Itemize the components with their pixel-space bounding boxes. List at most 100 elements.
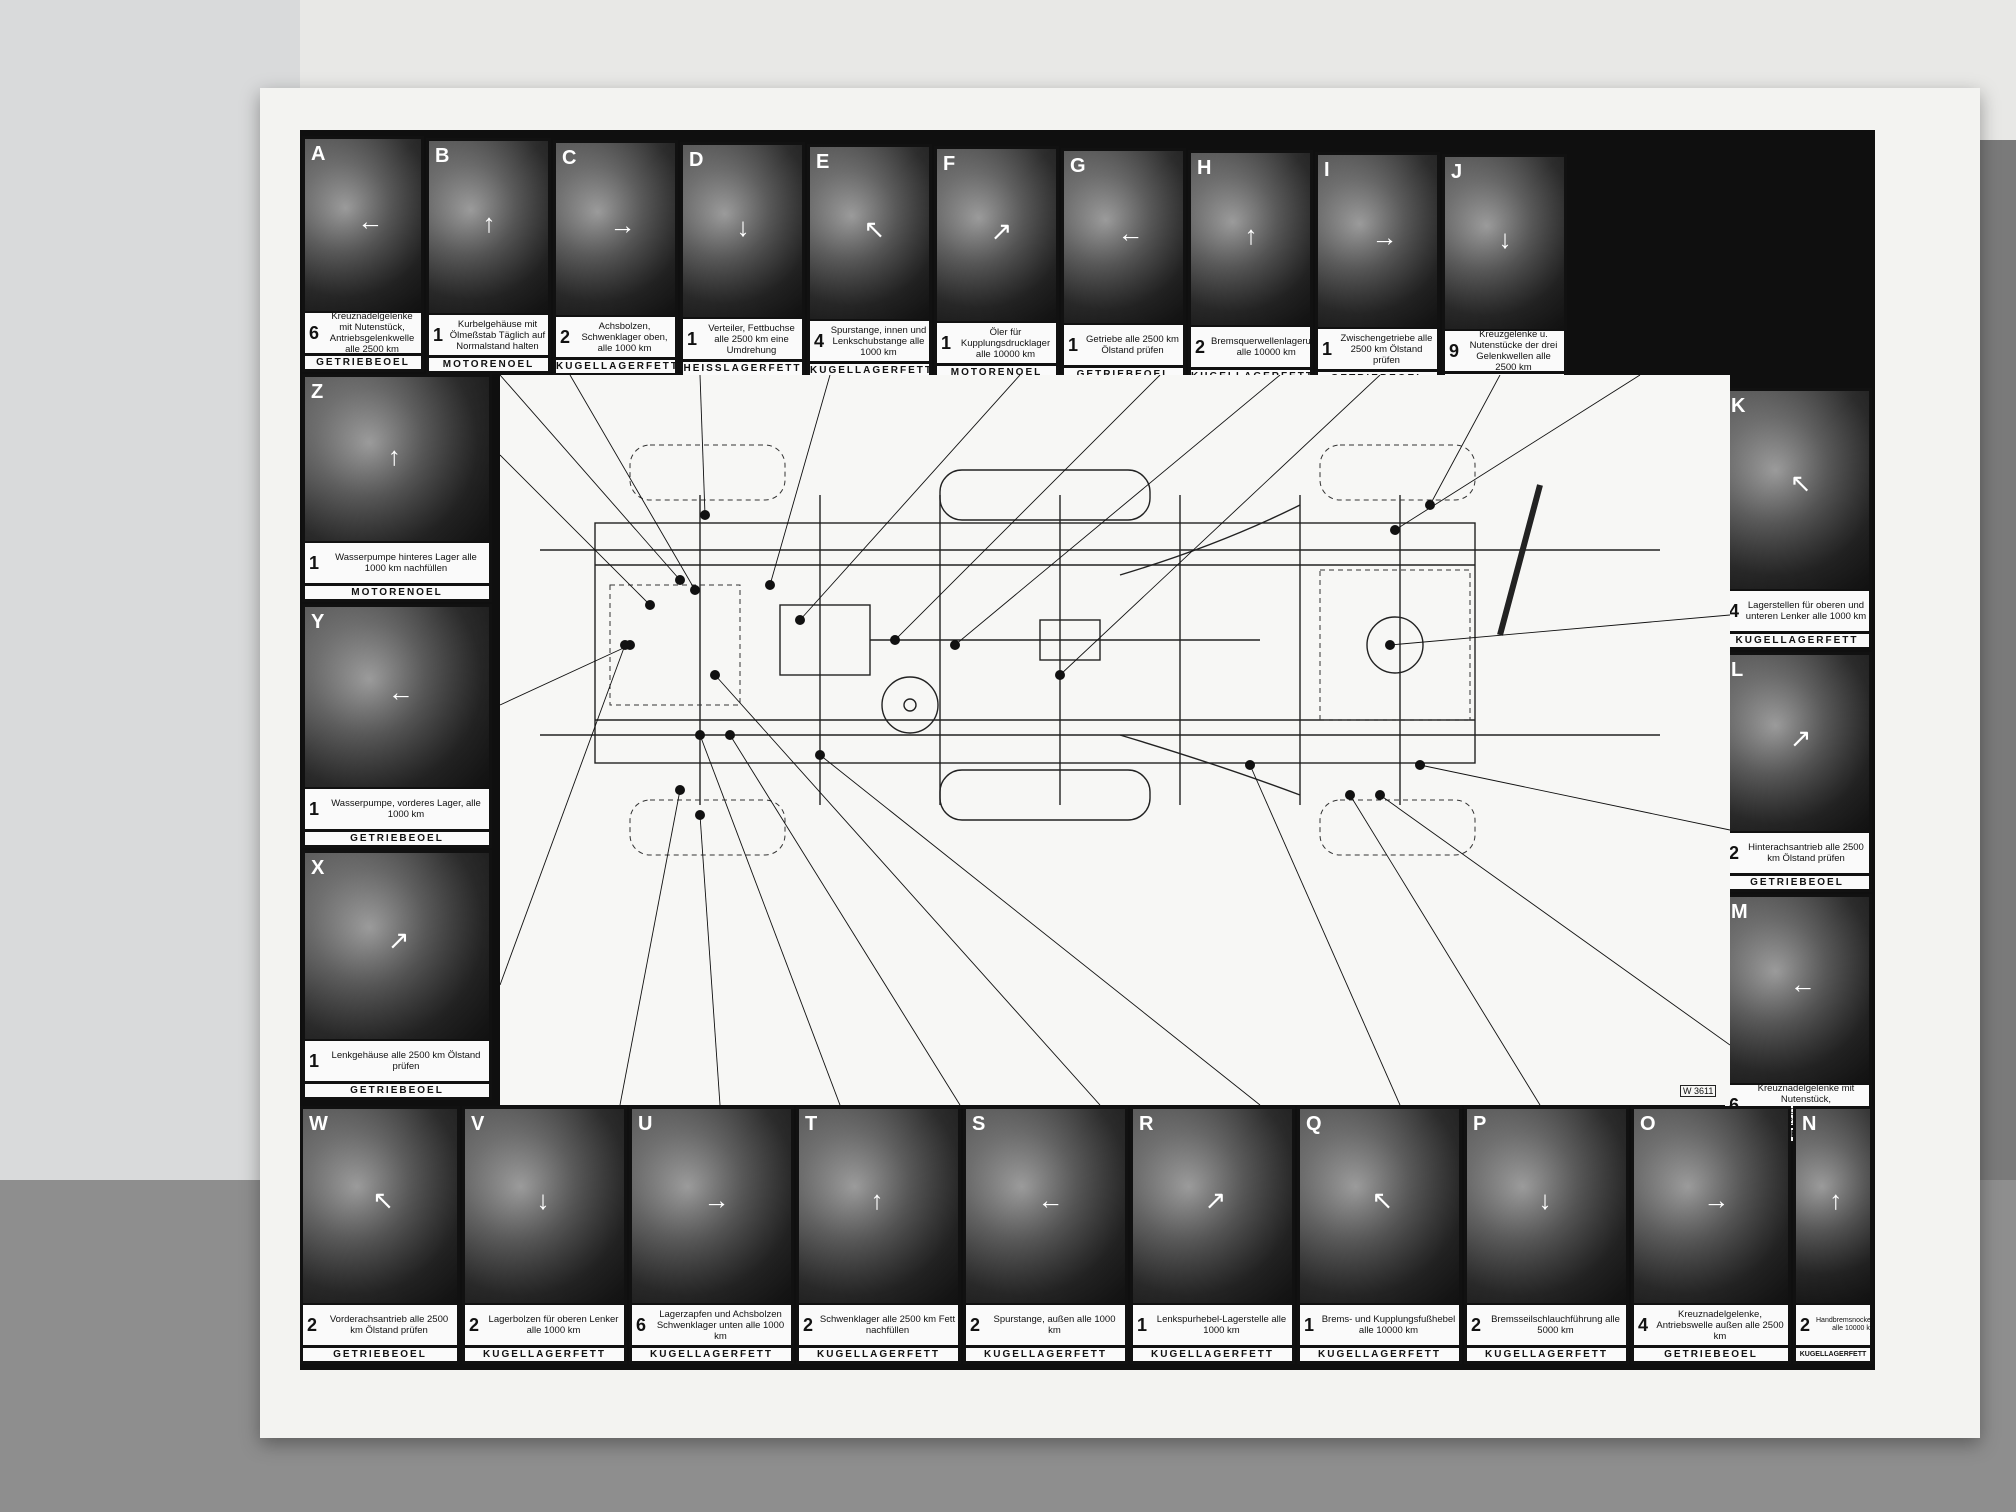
leader-line xyxy=(500,644,631,706)
leader-line xyxy=(619,789,681,1105)
pointer-arrow-icon: ↓ xyxy=(1498,223,1512,254)
lube-point-marker xyxy=(765,580,775,590)
point-letter: I xyxy=(1324,159,1330,181)
service-text: Schwenklager alle 2500 km Fett nachfülle… xyxy=(819,1314,956,1336)
pointer-arrow-icon: ↗ xyxy=(990,215,1013,246)
leader-line xyxy=(819,754,1261,1105)
pointer-arrow-icon: → xyxy=(703,1184,730,1215)
lubricant-type: GETRIEBEOEL xyxy=(305,356,421,369)
service-text: Kurbelgehäuse mit Ölmeßstab Täglich auf … xyxy=(449,318,546,352)
brake-cable-upper xyxy=(1119,504,1301,576)
point-count: 2 xyxy=(802,1314,813,1335)
point-count: 2 xyxy=(559,326,570,347)
service-text: Zwischengetriebe alle 2500 km Ölstand pr… xyxy=(1340,332,1433,366)
mechanism-photo: E↖ xyxy=(810,147,929,319)
point-count: 1 xyxy=(686,328,697,349)
frame-outline xyxy=(594,522,1476,764)
mechanism-photo: F↗ xyxy=(937,149,1056,321)
point-count: 1 xyxy=(432,324,443,345)
leader-line xyxy=(500,644,626,986)
service-text: Lagerzapfen und Achsbolzen Schwenklager … xyxy=(656,1308,785,1342)
lube-point-marker xyxy=(1385,640,1395,650)
pointer-arrow-icon: ↑ xyxy=(870,1184,884,1215)
lubricant-type: GETRIEBEOEL xyxy=(305,1084,489,1097)
leader-line xyxy=(714,674,1101,1105)
service-text: Vorderachsantrieb alle 2500 km Ölstand p… xyxy=(329,1314,449,1336)
service-text: Kreuzgelenke u. Nutenstücke der drei Gel… xyxy=(1469,329,1558,373)
leader-line xyxy=(799,375,1021,621)
lube-card-y: Y ← 1 Wasserpumpe, vorderes Lager, alle 100… xyxy=(302,604,492,848)
spare-wheel-top xyxy=(939,469,1151,521)
point-letter: S xyxy=(972,1113,986,1135)
point-count: 6 xyxy=(635,1314,646,1335)
service-description: 2Handbremsnockenhebel alle 10000 km xyxy=(1796,1305,1873,1345)
mechanism-photo: L↗ xyxy=(1725,655,1869,831)
point-letter: J xyxy=(1451,161,1463,183)
lubricant-type: GETRIEBEOEL xyxy=(303,1348,457,1361)
lube-point-marker xyxy=(725,730,735,740)
lube-point-marker xyxy=(1245,760,1255,770)
pointer-arrow-icon: ← xyxy=(1789,969,1816,1000)
point-count: 1 xyxy=(308,798,319,819)
leader-line xyxy=(569,375,696,591)
service-description: 6 Lagerzapfen und Achsbolzen Schwenklager… xyxy=(632,1305,791,1345)
point-letter: Z xyxy=(311,381,324,403)
pointer-arrow-icon: ↑ xyxy=(387,440,401,471)
lubricant-type: GETRIEBEOEL xyxy=(1725,876,1869,889)
leader-line xyxy=(729,734,961,1105)
point-count: 2 xyxy=(306,1314,317,1335)
lubricant-type: MOTORENOEL xyxy=(429,358,548,371)
lubricant-type: KUGELLAGERFETT xyxy=(556,360,678,373)
service-text: Öler für Kupplungsdrucklager alle 10000 … xyxy=(960,326,1051,360)
pointer-arrow-icon: ← xyxy=(1037,1184,1064,1215)
mechanism-photo: M← xyxy=(1725,897,1869,1083)
service-text: Wasserpumpe, vorderes Lager, alle 1000 k… xyxy=(331,798,481,820)
point-letter: B xyxy=(435,145,450,167)
steering-hub xyxy=(903,698,917,712)
chassis-diagram: W 3611 xyxy=(500,375,1730,1105)
service-text: Kreuznadelgelenke, Antriebswelle außen a… xyxy=(1656,1308,1784,1342)
mechanism-photo: Q↖ xyxy=(1300,1109,1459,1303)
service-text: Wasserpumpe hinteres Lager alle 1000 km … xyxy=(335,552,477,574)
rear-wheel-left xyxy=(1319,444,1476,501)
mechanism-photo: H↑ xyxy=(1191,153,1310,325)
lubricant-type: KUGELLAGERFETT xyxy=(1133,1348,1292,1361)
point-letter: Y xyxy=(311,611,325,633)
mechanism-photo: K↖ xyxy=(1725,391,1869,589)
point-letter: T xyxy=(805,1113,818,1135)
mechanism-photo: Z↑ xyxy=(305,377,489,541)
gearbox xyxy=(779,604,871,676)
mechanism-photo: U→ xyxy=(632,1109,791,1303)
lube-point-marker xyxy=(675,785,685,795)
brake-cable-lower xyxy=(1119,734,1301,796)
lubricant-type: KUGELLAGERFETT xyxy=(966,1348,1125,1361)
lube-point-marker xyxy=(695,730,705,740)
point-count: 6 xyxy=(308,322,319,343)
point-letter: M xyxy=(1731,901,1748,923)
pointer-arrow-icon: ↗ xyxy=(1789,723,1812,754)
leader-line xyxy=(1429,375,1501,506)
pointer-arrow-icon: ↖ xyxy=(1789,468,1812,499)
service-text: Brems- und Kupplungsfußhebel alle 10000 … xyxy=(1321,1314,1456,1336)
point-count: 1 xyxy=(1136,1314,1147,1335)
lubricant-type: KUGELLAGERFETT xyxy=(465,1348,624,1361)
pointer-arrow-icon: ← xyxy=(387,677,414,707)
lube-point-marker xyxy=(890,635,900,645)
mechanism-photo: J↓ xyxy=(1445,157,1564,329)
pointer-arrow-icon: ↓ xyxy=(1538,1184,1552,1215)
